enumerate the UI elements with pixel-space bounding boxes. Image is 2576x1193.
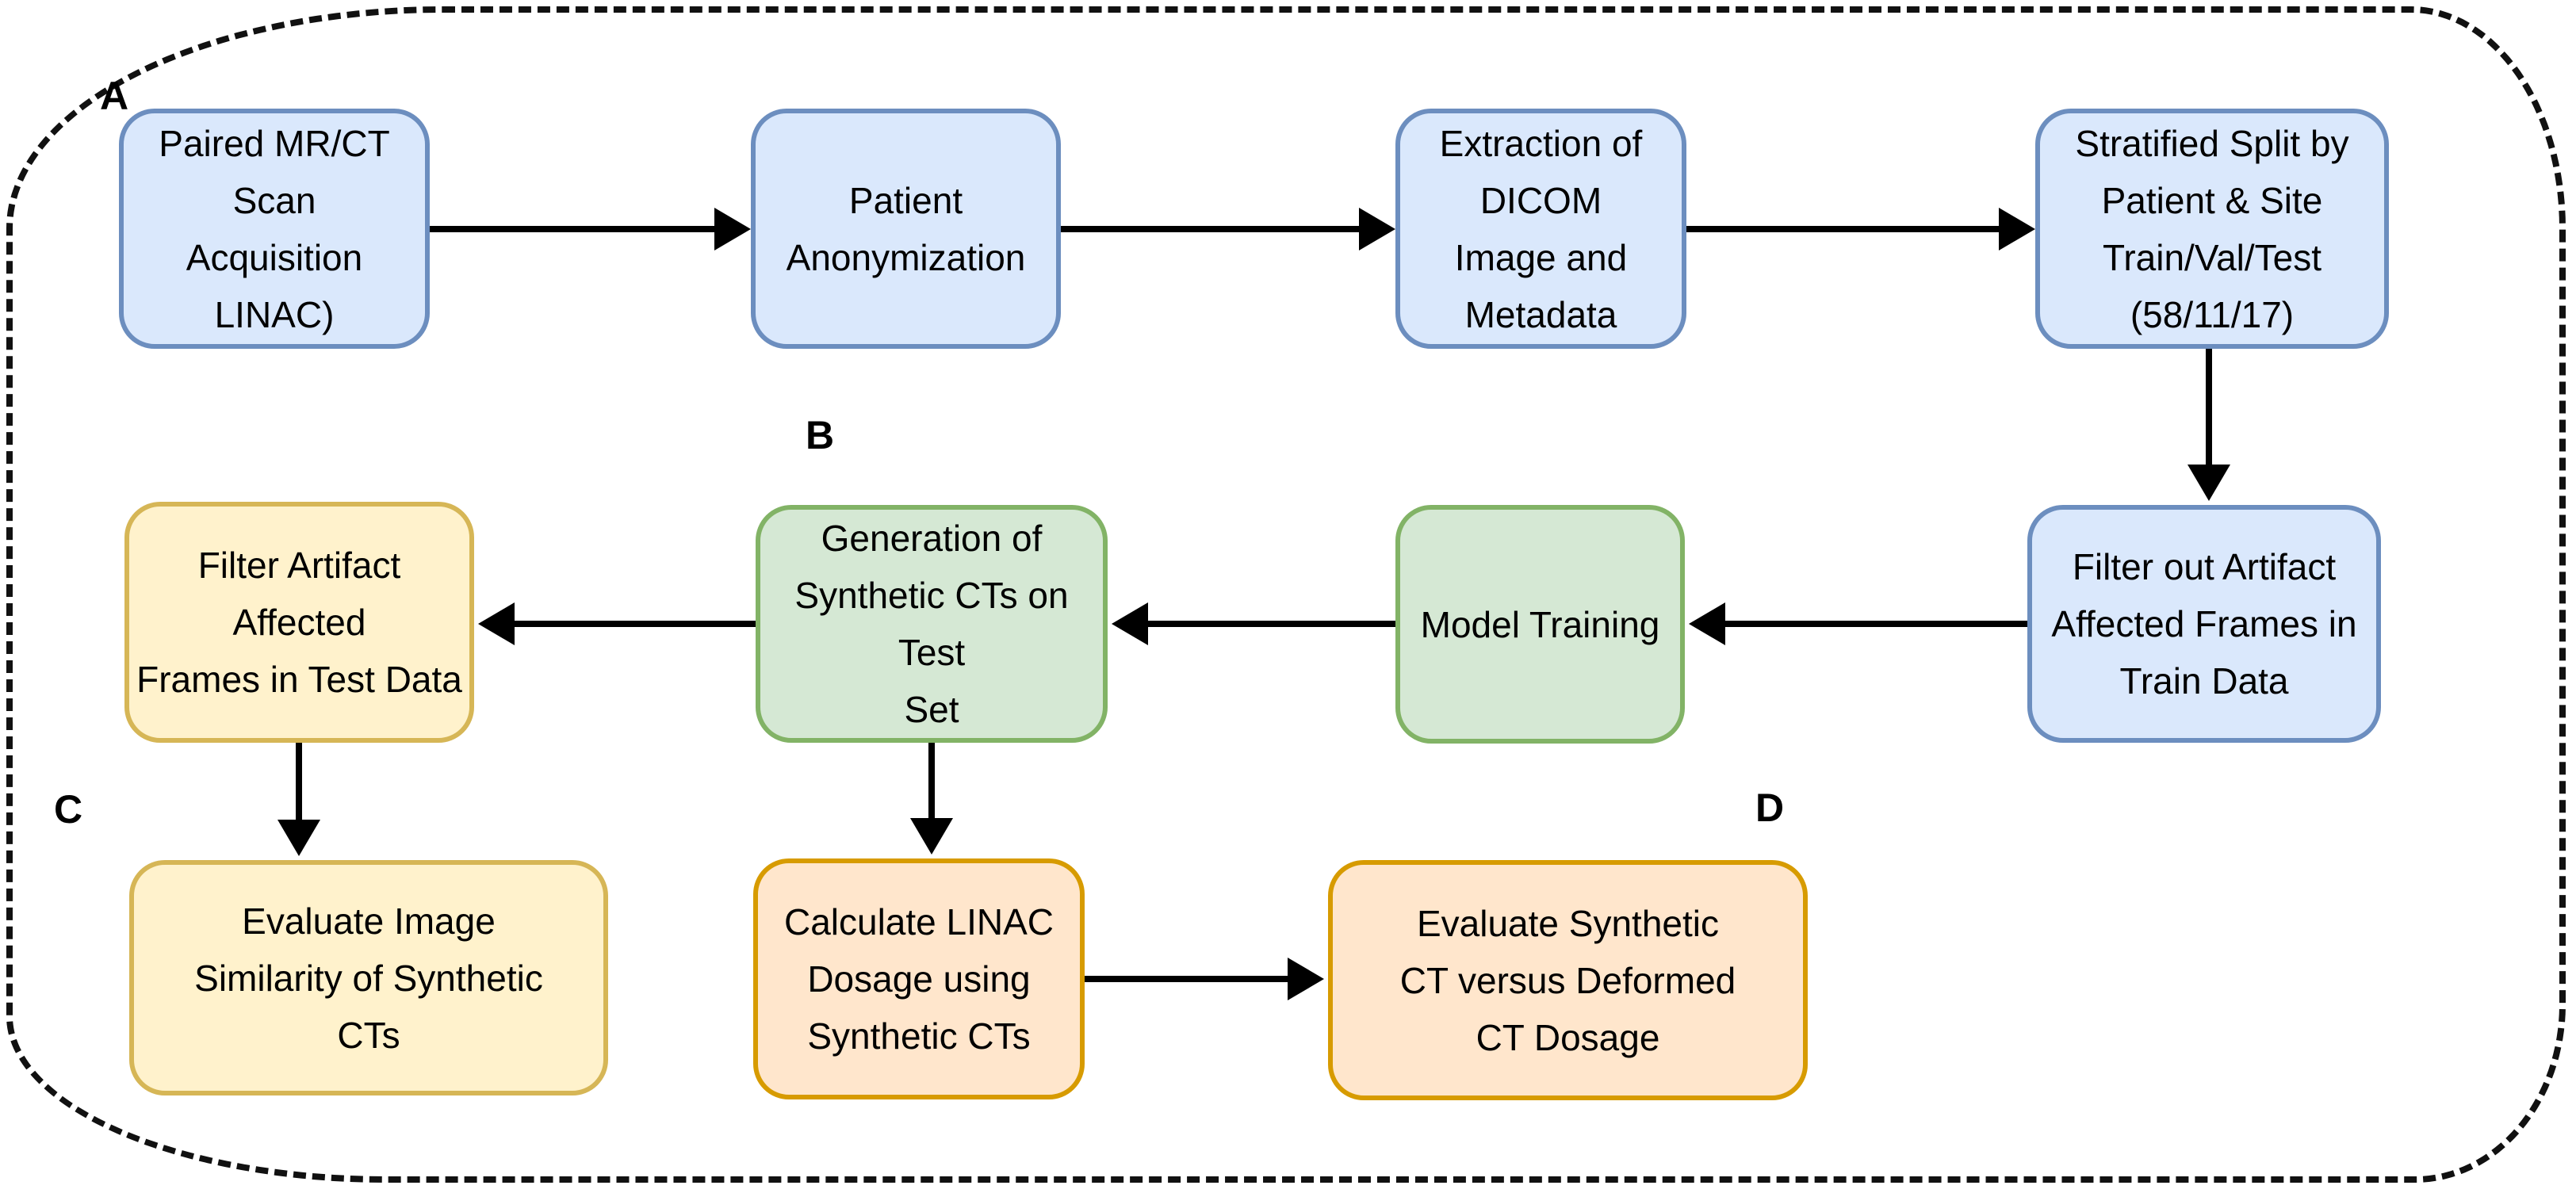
node-stratified-split: Stratified Split by Patient & Site Train… bbox=[2035, 109, 2389, 349]
node-patient-anonymization: Patient Anonymization bbox=[751, 109, 1061, 349]
node-calculate-linac-dosage-label: Calculate LINAC Dosage using Synthetic C… bbox=[783, 901, 1055, 1057]
node-model-training: Model Training bbox=[1395, 505, 1685, 744]
node-evaluate-image-similarity-label: Evaluate Image Similarity of Synthetic C… bbox=[194, 900, 543, 1056]
node-filter-train-data: Filter out Artifact Affected Frames in T… bbox=[2027, 505, 2381, 743]
node-extraction-dicom: Extraction of DICOM Image and Metadata bbox=[1395, 109, 1686, 349]
node-paired-scan-label: Paired MR/CT Scan Acquisition LINAC) bbox=[159, 122, 390, 335]
section-label-a: A bbox=[100, 74, 129, 118]
node-evaluate-dosage-label: Evaluate Synthetic CT versus Deformed CT… bbox=[1399, 902, 1736, 1058]
node-generation-synthetic-cts-label: Generation of Synthetic CTs on Test Set bbox=[794, 518, 1069, 730]
node-evaluate-image-similarity: Evaluate Image Similarity of Synthetic C… bbox=[129, 860, 608, 1095]
node-stratified-split-label: Stratified Split by Patient & Site Train… bbox=[2075, 122, 2349, 335]
node-extraction-dicom-label: Extraction of DICOM Image and Metadata bbox=[1439, 122, 1643, 335]
dashed-outer-border bbox=[6, 6, 2566, 1183]
section-label-b: B bbox=[806, 413, 835, 457]
node-model-training-label: Model Training bbox=[1420, 603, 1660, 645]
section-label-d: D bbox=[1755, 786, 1785, 830]
node-patient-anonymization-label: Patient Anonymization bbox=[786, 179, 1026, 278]
node-filter-train-data-label: Filter out Artifact Affected Frames in T… bbox=[2051, 546, 2357, 702]
section-label-c: C bbox=[54, 787, 83, 832]
node-filter-test-data: Filter Artifact Affected Frames in Test … bbox=[124, 502, 474, 743]
node-evaluate-dosage: Evaluate Synthetic CT versus Deformed CT… bbox=[1328, 860, 1808, 1100]
node-generation-synthetic-cts: Generation of Synthetic CTs on Test Set bbox=[756, 505, 1108, 743]
node-filter-test-data-label: Filter Artifact Affected Frames in Test … bbox=[136, 545, 462, 700]
node-paired-scan: Paired MR/CT Scan Acquisition LINAC) bbox=[119, 109, 430, 349]
node-calculate-linac-dosage: Calculate LINAC Dosage using Synthetic C… bbox=[753, 858, 1085, 1099]
